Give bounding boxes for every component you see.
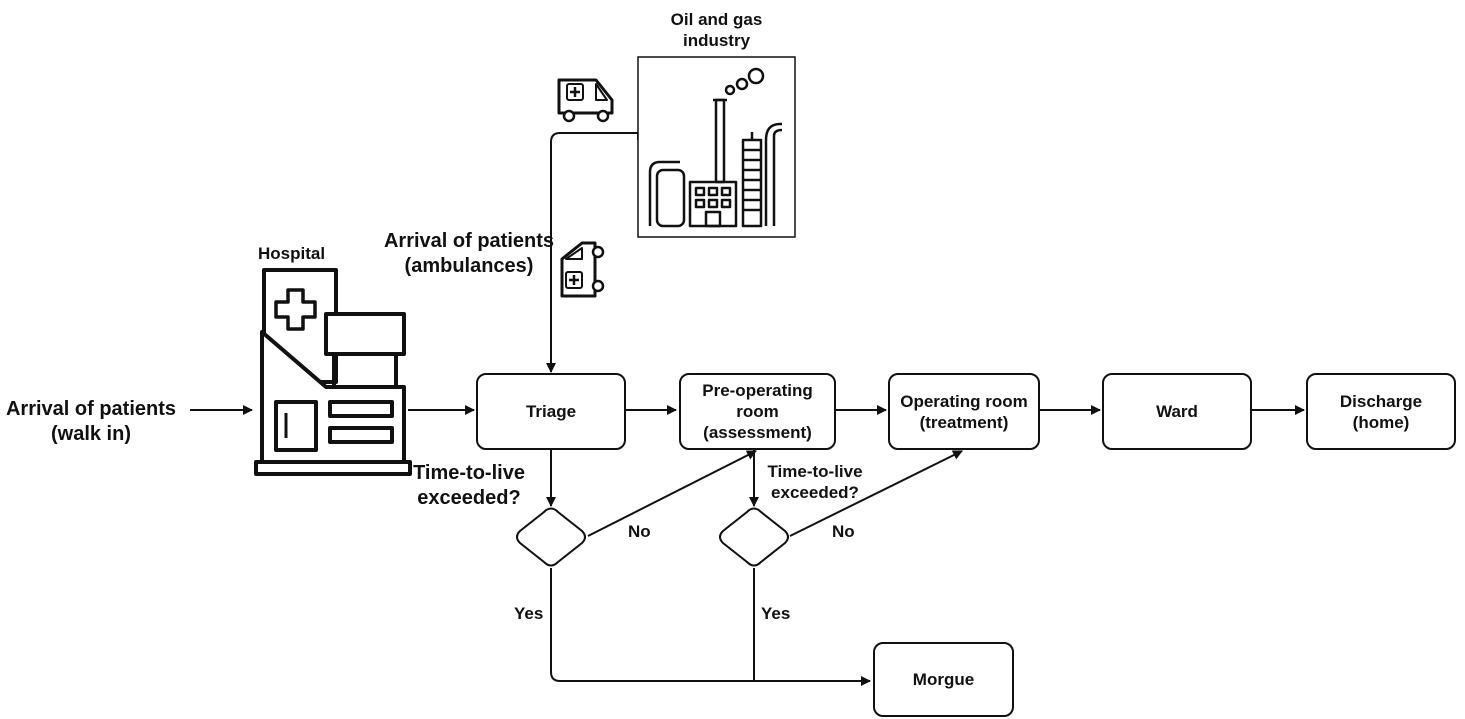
discharge-label: Discharge (home) [1339,391,1423,432]
no-label-2: No [832,522,855,541]
line-industry-to-triage [546,132,639,373]
no-label-1: No [628,522,651,541]
discharge-box: Discharge (home) [1306,373,1456,450]
triage-label: Triage [525,402,577,421]
triage-box: Triage [476,373,626,450]
yes-label-2: Yes [761,604,791,623]
pre-operating-room-label: Pre-operating room (assessment) [702,381,813,442]
ttl-label-2: Time-to-live exceeded? [767,462,863,502]
factory-icon [637,56,796,238]
decision-diamond-2 [719,507,789,567]
ambulance-vertical-icon [560,241,605,298]
arrow-decision1-to-preop [587,450,757,537]
line-decision1-to-morgue [550,568,871,686]
connectors [190,132,1305,686]
pre-operating-room-box: Pre-operating room (assessment) [679,373,836,450]
operating-room-box: Operating room (treatment) [888,373,1040,450]
ttl-label-1: Time-to-live exceeded? [413,462,525,509]
arrival-ambulances-label: Arrival of patients (ambulances) [383,230,555,277]
decision-diamond-1 [516,507,586,567]
ward-label: Ward [1156,402,1198,421]
ward-box: Ward [1102,373,1252,450]
operating-room-label: Operating room (treatment) [900,391,1028,432]
arrival-walkin-label: Arrival of patients (walk in) [5,398,177,445]
hospital-icon [254,268,412,476]
hospital-label: Hospital [258,244,326,263]
arrow-decision2-to-operating [789,450,963,537]
oil-gas-label: Oil and gas industry [670,10,763,50]
morgue-box: Morgue [873,642,1014,717]
yes-label-1: Yes [514,604,544,623]
morgue-label: Morgue [912,670,975,689]
ambulance-icon [557,78,614,123]
